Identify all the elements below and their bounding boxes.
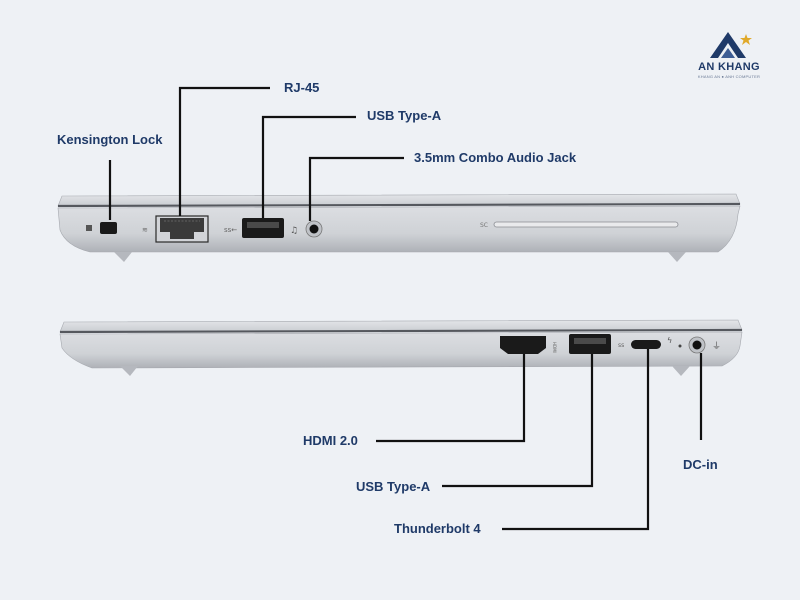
foot-right (668, 252, 686, 262)
slot-engraving: SC (480, 222, 488, 229)
dc-in-port: ⏚ (688, 336, 721, 354)
leader-lines-bottom (376, 349, 703, 531)
hdmi-engraving: HDMI (552, 342, 557, 353)
logo-name: AN KHANG (698, 61, 760, 73)
laptop-left-side-view: ≋ ss← ♫ SC (57, 193, 741, 262)
label-rj45: RJ-45 (284, 80, 320, 95)
label-usb-a-left: USB Type-A (367, 108, 442, 123)
svg-text:≋: ≋ (142, 226, 148, 234)
svg-text:ϟ: ϟ (667, 336, 672, 345)
usb-a-port-left: ss← (224, 218, 284, 238)
laptop-base-2 (59, 331, 743, 369)
leader-usb-a-right (442, 354, 594, 488)
svg-text:ss←: ss← (224, 226, 237, 234)
laptop-base (57, 205, 741, 253)
rj45-port: ≋ (142, 215, 209, 243)
usb-a-port-right: ss (569, 334, 624, 354)
audio-jack-port: ♫ (290, 220, 323, 238)
label-usb-a-right: USB Type-A (356, 479, 431, 494)
leader-lines-top (108, 86, 404, 221)
an-khang-logo-icon (710, 32, 752, 58)
thunderbolt-port: ϟ (631, 336, 682, 349)
leader-hdmi (376, 354, 526, 443)
label-dc-in: DC-in (683, 457, 718, 472)
leader-usb-a-left (261, 115, 356, 218)
foot-right-2 (672, 366, 690, 376)
laptop-right-side-view: HDMI ss ϟ ⏚ (59, 319, 743, 376)
hdmi-port: HDMI (500, 336, 557, 354)
card-slot: SC (480, 221, 679, 229)
label-kensington-lock: Kensington Lock (57, 132, 163, 147)
leader-thunderbolt (502, 349, 650, 531)
foot-left-2 (120, 366, 138, 376)
label-hdmi: HDMI 2.0 (303, 433, 358, 448)
svg-text:ss: ss (618, 342, 624, 349)
foot-left (114, 252, 132, 262)
leader-audio (308, 156, 404, 221)
kensington-lock-port (86, 222, 117, 234)
svg-text:⏚: ⏚ (712, 341, 721, 352)
logo-tagline: KHANG AN ● ANH COMPUTER (697, 74, 761, 79)
svg-text:♫: ♫ (290, 226, 298, 236)
leader-rj45 (178, 86, 270, 216)
label-thunderbolt: Thunderbolt 4 (394, 521, 481, 536)
laptop-seam-2 (59, 328, 743, 334)
label-audio-jack: 3.5mm Combo Audio Jack (414, 150, 577, 165)
laptop-seam (57, 202, 741, 208)
